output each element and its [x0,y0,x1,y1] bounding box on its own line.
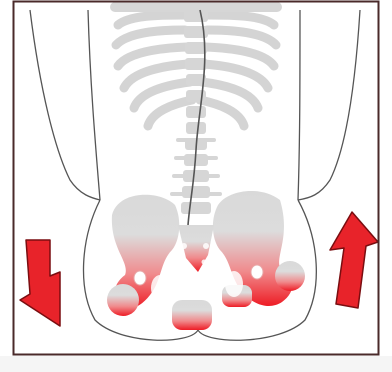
bottom-strip [0,356,392,372]
